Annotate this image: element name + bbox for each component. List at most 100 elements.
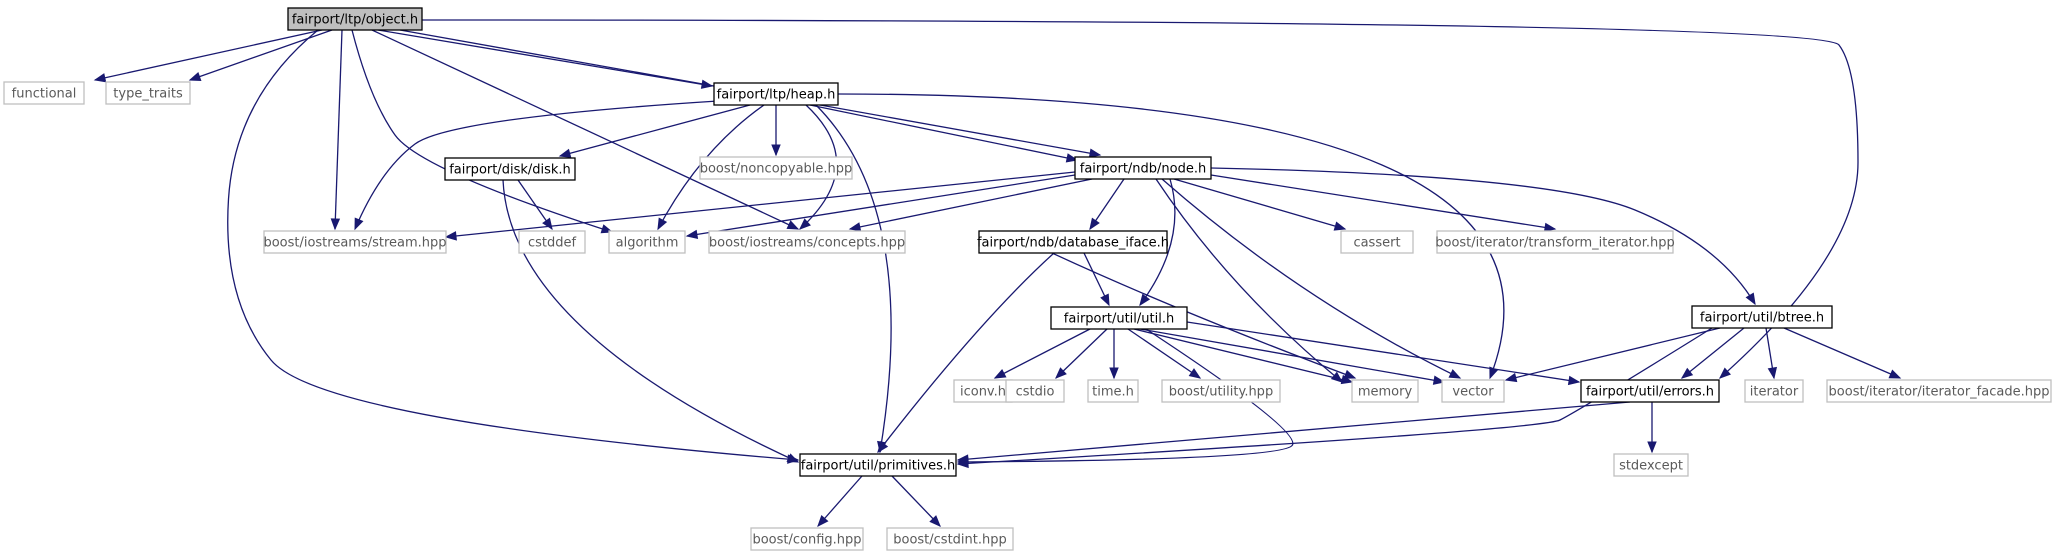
edge-line [1783, 327, 1901, 379]
arrowhead [817, 514, 829, 528]
edge-line [957, 401, 1631, 461]
node-util[interactable]: fairport/util/util.h [1050, 306, 1188, 330]
edge-line [1133, 328, 1353, 383]
arrowhead [657, 217, 668, 231]
node-algorithm: algorithm [608, 230, 686, 254]
arrowhead [444, 231, 457, 241]
node-noncopyable: boost/noncopyable.hpp [699, 156, 853, 180]
edge-line [891, 475, 941, 527]
node-label: fairport/util/btree.h [1700, 311, 1824, 326]
arrowhead [558, 148, 572, 158]
edge-line [686, 174, 1076, 237]
edge-util-to-cstdio [1055, 328, 1108, 379]
edge-node-to-btree [1210, 167, 1756, 306]
arrowhead [330, 218, 341, 231]
node-box [708, 230, 906, 254]
node-disk[interactable]: fairport/disk/disk.h [444, 157, 576, 181]
edge-disk-to-cstddef [517, 179, 553, 231]
arrowhead [1330, 371, 1344, 383]
node-label: stdexcept [1619, 459, 1683, 474]
arrowhead [188, 72, 202, 81]
node-object[interactable]: fairport/ltp/object.h [287, 7, 423, 31]
node-label: fairport/ltp/object.h [292, 13, 418, 28]
node-box [1087, 379, 1139, 403]
node-box [1005, 379, 1065, 403]
node-label: iconv.h [960, 385, 1006, 400]
edge-line [994, 328, 1091, 379]
node-iconv: iconv.h [953, 379, 1013, 403]
node-box [518, 230, 586, 254]
edge-line [377, 29, 713, 87]
arrowhead [956, 454, 969, 464]
edge-util-to-iconv [993, 328, 1091, 379]
node-box [3, 81, 85, 105]
edge-dbiface-to-memory [1051, 252, 1357, 379]
node-label: fairport/util/primitives.h [801, 459, 956, 474]
edge-node-to-stream [444, 171, 1076, 241]
edges-layer [93, 19, 1902, 528]
arrowhead [786, 453, 800, 463]
arrowhead [685, 229, 699, 240]
edge-primitives-to-config [817, 475, 863, 528]
node-box [1161, 379, 1281, 403]
edge-errors-to-primitives [956, 401, 1631, 464]
edge-line [559, 104, 751, 157]
edge-node-to-concepts [848, 178, 1093, 232]
node-box [1050, 306, 1188, 330]
edge-node-to-vector [1161, 178, 1462, 379]
node-node[interactable]: fairport/ndb/node.h [1074, 156, 1212, 180]
edge-line [94, 29, 323, 81]
arrowhead [1543, 222, 1557, 233]
arrowhead [1567, 375, 1581, 386]
arrowhead [1888, 369, 1902, 379]
node-btree[interactable]: fairport/util/btree.h [1691, 305, 1833, 329]
node-stdexcept: stdexcept [1613, 453, 1689, 477]
arrowhead [1340, 374, 1354, 385]
edge-btree-to-vector [1504, 327, 1721, 383]
node-label: algorithm [616, 236, 679, 251]
edge-node-to-dbiface [1089, 178, 1125, 231]
edge-disk-to-primitives [502, 179, 800, 463]
arrowhead [786, 220, 800, 230]
node-box [105, 81, 191, 105]
node-utility: boost/utility.hpp [1161, 379, 1281, 403]
node-errors[interactable]: fairport/util/errors.h [1580, 379, 1720, 403]
edge-heap-to-noncopyable [771, 105, 781, 157]
edge-heap-to-stream [354, 100, 719, 231]
node-box [1436, 230, 1674, 254]
edge-line [354, 100, 719, 230]
node-box [1580, 379, 1720, 403]
arrowhead [1139, 293, 1151, 307]
node-label: boost/noncopyable.hpp [700, 162, 853, 177]
node-dbiface[interactable]: fairport/ndb/database_iface.h [977, 230, 1169, 254]
arrowhead [877, 440, 889, 454]
edge-line [1210, 167, 1756, 305]
edge-line [1051, 252, 1356, 379]
arrowhead [993, 368, 1007, 379]
node-heap[interactable]: fairport/ltp/heap.h [713, 82, 839, 106]
node-box [1613, 453, 1689, 477]
edge-heap-to-disk [558, 104, 751, 158]
node-box [699, 156, 853, 180]
node-transform_iterator: boost/iterator/transform_iterator.hpp [1435, 230, 1675, 254]
node-time: time.h [1087, 379, 1139, 403]
edge-line [877, 252, 1055, 453]
node-primitives[interactable]: fairport/util/primitives.h [799, 453, 957, 477]
arrowhead [1448, 369, 1462, 379]
node-label: memory [1358, 385, 1413, 400]
node-label: boost/utility.hpp [1169, 385, 1273, 400]
edge-line [1210, 174, 1556, 230]
edge-node-to-cassert [1173, 178, 1347, 231]
node-label: fairport/ndb/node.h [1080, 162, 1206, 177]
edge-line [1155, 178, 1343, 383]
arrowhead [1333, 221, 1347, 231]
arrowhead [93, 73, 107, 83]
arrowhead [1647, 441, 1657, 454]
arrowhead [354, 217, 364, 231]
edge-object-to-functional [93, 29, 323, 83]
edge-node-to-memory [1155, 178, 1344, 383]
node-concepts: boost/iostreams/concepts.hpp [708, 230, 906, 254]
arrowhead [929, 515, 941, 527]
edge-node-to-algorithm [685, 174, 1076, 240]
